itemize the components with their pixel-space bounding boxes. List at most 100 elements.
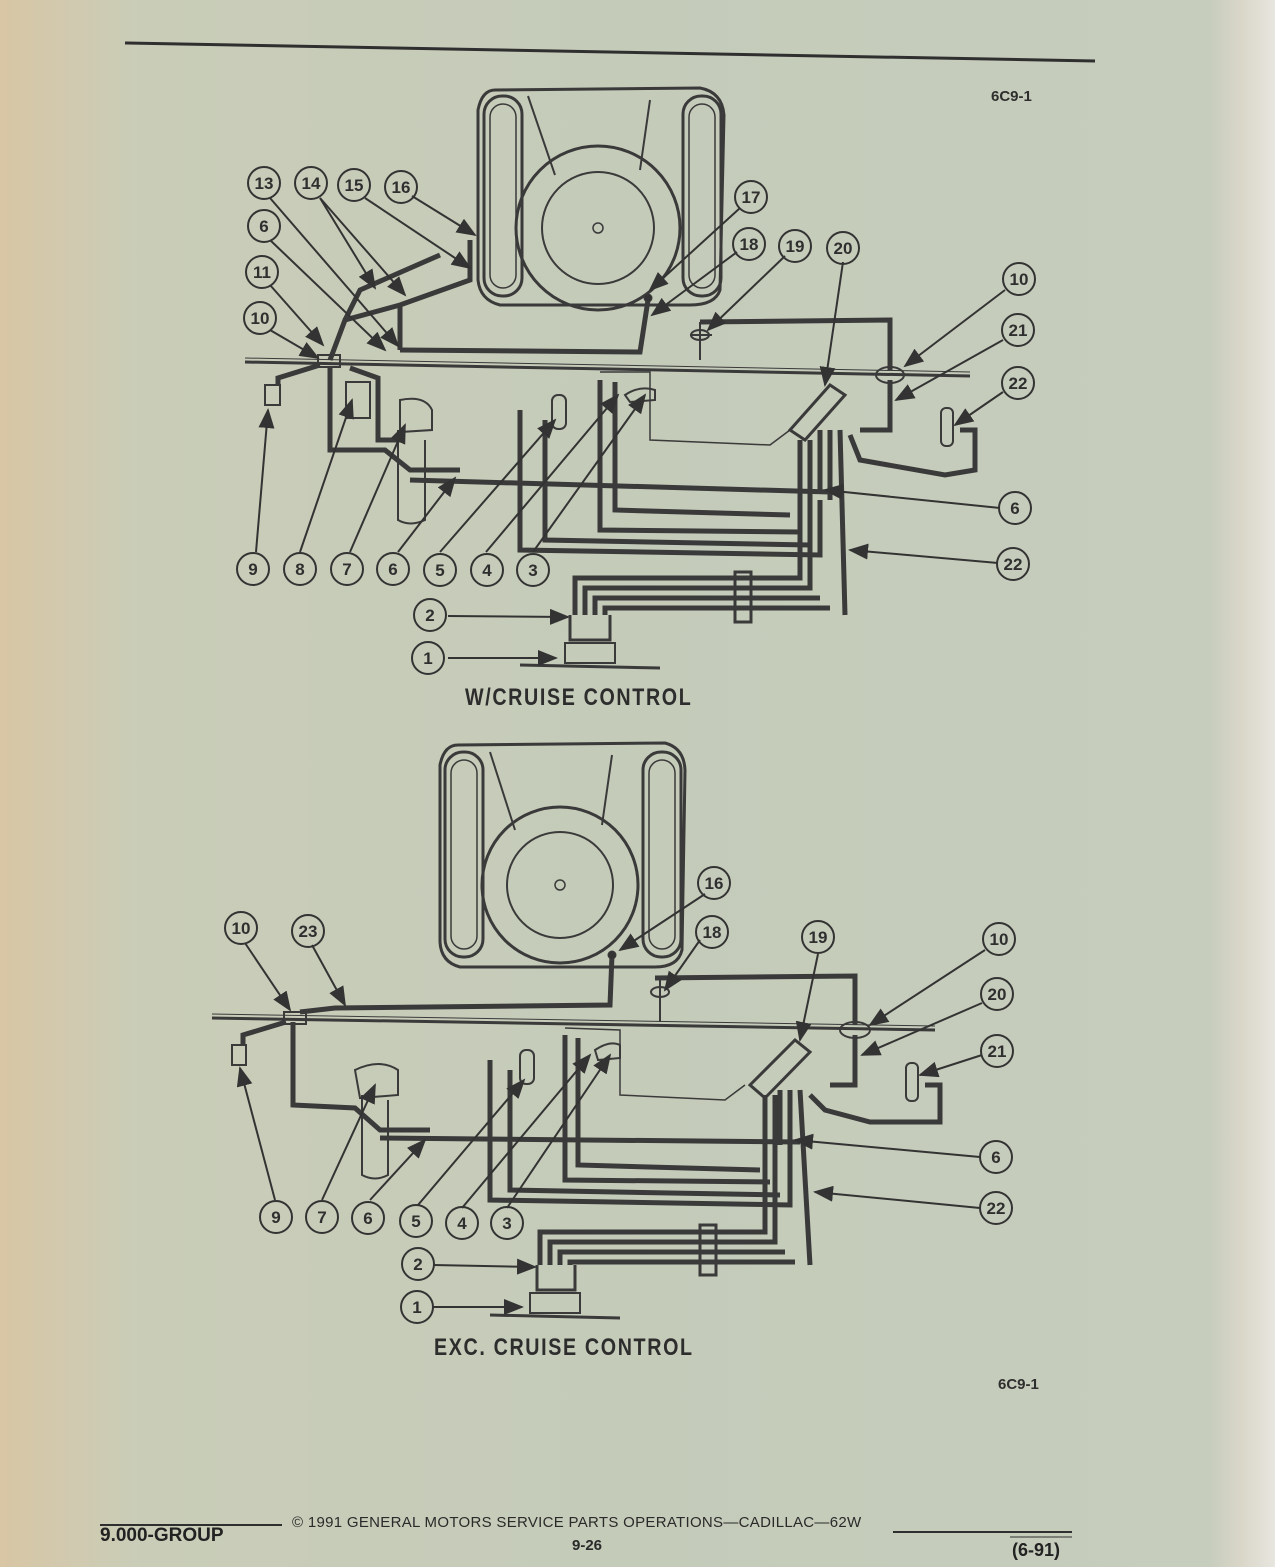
callout-6: 6 — [979, 1140, 1013, 1174]
callout-13: 14 — [294, 166, 328, 200]
svg-text:9: 9 — [248, 560, 257, 579]
callout-1: 1 — [400, 1290, 434, 1324]
callout-14: 15 — [337, 168, 371, 202]
callout-6: 6 — [247, 209, 281, 243]
caption-with-cruise-control: W/CRUISE CONTROL — [465, 684, 693, 711]
svg-text:6: 6 — [363, 1209, 372, 1228]
callout-8: 8 — [283, 552, 317, 586]
svg-text:6: 6 — [259, 217, 268, 236]
callout-5: 5 — [423, 553, 457, 587]
callout-4: 4 — [445, 1206, 479, 1240]
svg-text:6: 6 — [1010, 499, 1019, 518]
callout-18: 18 — [695, 915, 729, 949]
callout-21: 21 — [980, 1034, 1014, 1068]
svg-text:10: 10 — [232, 919, 251, 938]
callout-1: 1 — [411, 641, 445, 675]
svg-text:19: 19 — [786, 237, 805, 256]
callout-16: 16 — [697, 866, 731, 900]
svg-text:7: 7 — [342, 560, 351, 579]
callout-22: 22 — [979, 1191, 1013, 1225]
svg-text:4: 4 — [457, 1214, 467, 1233]
svg-text:22: 22 — [1009, 374, 1028, 393]
callout-5: 5 — [399, 1204, 433, 1238]
svg-text:13: 13 — [255, 174, 274, 193]
svg-text:18: 18 — [740, 235, 759, 254]
callout-2: 2 — [413, 598, 447, 632]
svg-text:21: 21 — [988, 1042, 1007, 1061]
svg-text:10: 10 — [1010, 270, 1029, 289]
callout-2: 2 — [401, 1247, 435, 1281]
callout-22: 22 — [996, 547, 1030, 581]
callout-7: 7 — [330, 552, 364, 586]
callout-10: 10 — [1002, 262, 1036, 296]
svg-text:18: 18 — [703, 923, 722, 942]
svg-text:3: 3 — [502, 1214, 511, 1233]
callout-9: 9 — [236, 552, 270, 586]
svg-text:19: 19 — [809, 928, 828, 947]
svg-text:17: 17 — [742, 188, 761, 207]
callout-16: 17 — [734, 180, 768, 214]
callout-9: 9 — [259, 1200, 293, 1234]
svg-text:8: 8 — [295, 560, 304, 579]
callout-10: 10 — [224, 911, 258, 945]
callout-6: 6 — [376, 552, 410, 586]
svg-text:2: 2 — [425, 606, 434, 625]
svg-text:14: 14 — [302, 174, 321, 193]
svg-text:22: 22 — [1004, 555, 1023, 574]
svg-text:20: 20 — [988, 985, 1007, 1004]
svg-text:1: 1 — [412, 1298, 421, 1317]
callout-6: 6 — [998, 491, 1032, 525]
callout-6: 6 — [351, 1201, 385, 1235]
svg-text:6: 6 — [991, 1148, 1000, 1167]
callout-10: 10 — [982, 922, 1016, 956]
svg-text:4: 4 — [482, 561, 492, 580]
footer-group-number: 9.000-GROUP — [100, 1525, 224, 1546]
callout-3: 3 — [516, 553, 550, 587]
footer-copyright: © 1991 GENERAL MOTORS SERVICE PARTS OPER… — [292, 1514, 862, 1531]
svg-text:20: 20 — [834, 239, 853, 258]
page-reference-bottom: 6C9-1 — [998, 1376, 1039, 1393]
footer-page-number: 9-26 — [572, 1537, 603, 1554]
callout-11: 11 — [245, 255, 279, 289]
callout-4: 4 — [470, 553, 504, 587]
callout-20: 21 — [1001, 313, 1035, 347]
svg-text:15: 15 — [345, 176, 364, 195]
svg-text:16: 16 — [392, 178, 411, 197]
caption-without-cruise-control: EXC. CRUISE CONTROL — [434, 1334, 694, 1361]
footer-revision-date: (6-91) — [1012, 1540, 1061, 1560]
callout-23: 23 — [291, 914, 325, 948]
svg-text:9: 9 — [271, 1208, 280, 1227]
svg-text:2: 2 — [413, 1255, 422, 1274]
callout-10: 10 — [243, 301, 277, 335]
svg-text:6: 6 — [388, 560, 397, 579]
svg-text:5: 5 — [435, 561, 444, 580]
svg-text:11: 11 — [253, 263, 271, 282]
svg-text:1: 1 — [423, 649, 432, 668]
engine-illustration — [438, 741, 687, 969]
callout-21: 22 — [1001, 366, 1035, 400]
svg-text:23: 23 — [299, 922, 318, 941]
svg-text:21: 21 — [1009, 321, 1028, 340]
callout-20: 20 — [980, 977, 1014, 1011]
page-reference-top: 6C9-1 — [991, 88, 1032, 105]
svg-text:10: 10 — [251, 309, 270, 328]
callout-12: 13 — [247, 166, 281, 200]
svg-text:3: 3 — [528, 561, 537, 580]
svg-text:16: 16 — [705, 874, 724, 893]
callouts-bottom: 10 23 16 18 19 10 20 21 6 22 9 7 6 5 4 3… — [224, 866, 1016, 1324]
engine-illustration — [476, 86, 726, 312]
svg-text:7: 7 — [317, 1208, 326, 1227]
svg-text:5: 5 — [411, 1212, 420, 1231]
callout-19: 19 — [801, 920, 835, 954]
callout-7: 7 — [305, 1200, 339, 1234]
callout-17: 18 — [732, 227, 766, 261]
callout-18: 19 — [778, 229, 812, 263]
callout-3: 3 — [490, 1206, 524, 1240]
svg-text:22: 22 — [987, 1199, 1006, 1218]
callout-19: 20 — [826, 231, 860, 265]
svg-text:10: 10 — [990, 930, 1009, 949]
callouts-top: 13 14 15 16 6 11 10 17 18 19 20 10 21 22… — [236, 166, 1036, 675]
